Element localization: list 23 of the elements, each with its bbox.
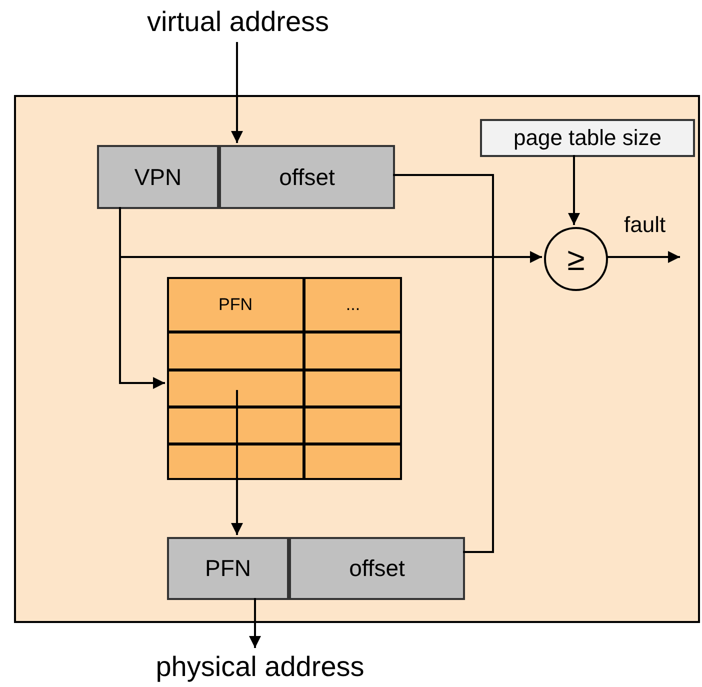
- arrow: [231, 42, 243, 143]
- edge-label: fault: [624, 214, 666, 236]
- node-label: offset: [349, 557, 405, 580]
- node-label: PFN: [218, 294, 254, 316]
- arrow: [606, 251, 680, 263]
- size-box: [480, 119, 695, 157]
- node-label: VPN: [134, 166, 182, 188]
- panel-background: [14, 95, 700, 623]
- node-label: ...: [344, 294, 362, 316]
- page-table: [167, 277, 402, 480]
- arrow: [249, 598, 261, 648]
- node-label: physical address: [156, 653, 364, 681]
- arrow: [231, 390, 243, 535]
- register-field: [167, 537, 289, 600]
- node-label: ≥: [567, 243, 585, 275]
- node-label: page table size: [514, 127, 662, 149]
- node-label: PFN: [205, 557, 251, 580]
- arrow: [568, 155, 580, 225]
- node-label: virtual address: [146, 8, 330, 36]
- register-field: [97, 145, 219, 209]
- node-label: offset: [279, 166, 335, 188]
- register-field: [219, 145, 395, 209]
- register-field: [289, 537, 465, 600]
